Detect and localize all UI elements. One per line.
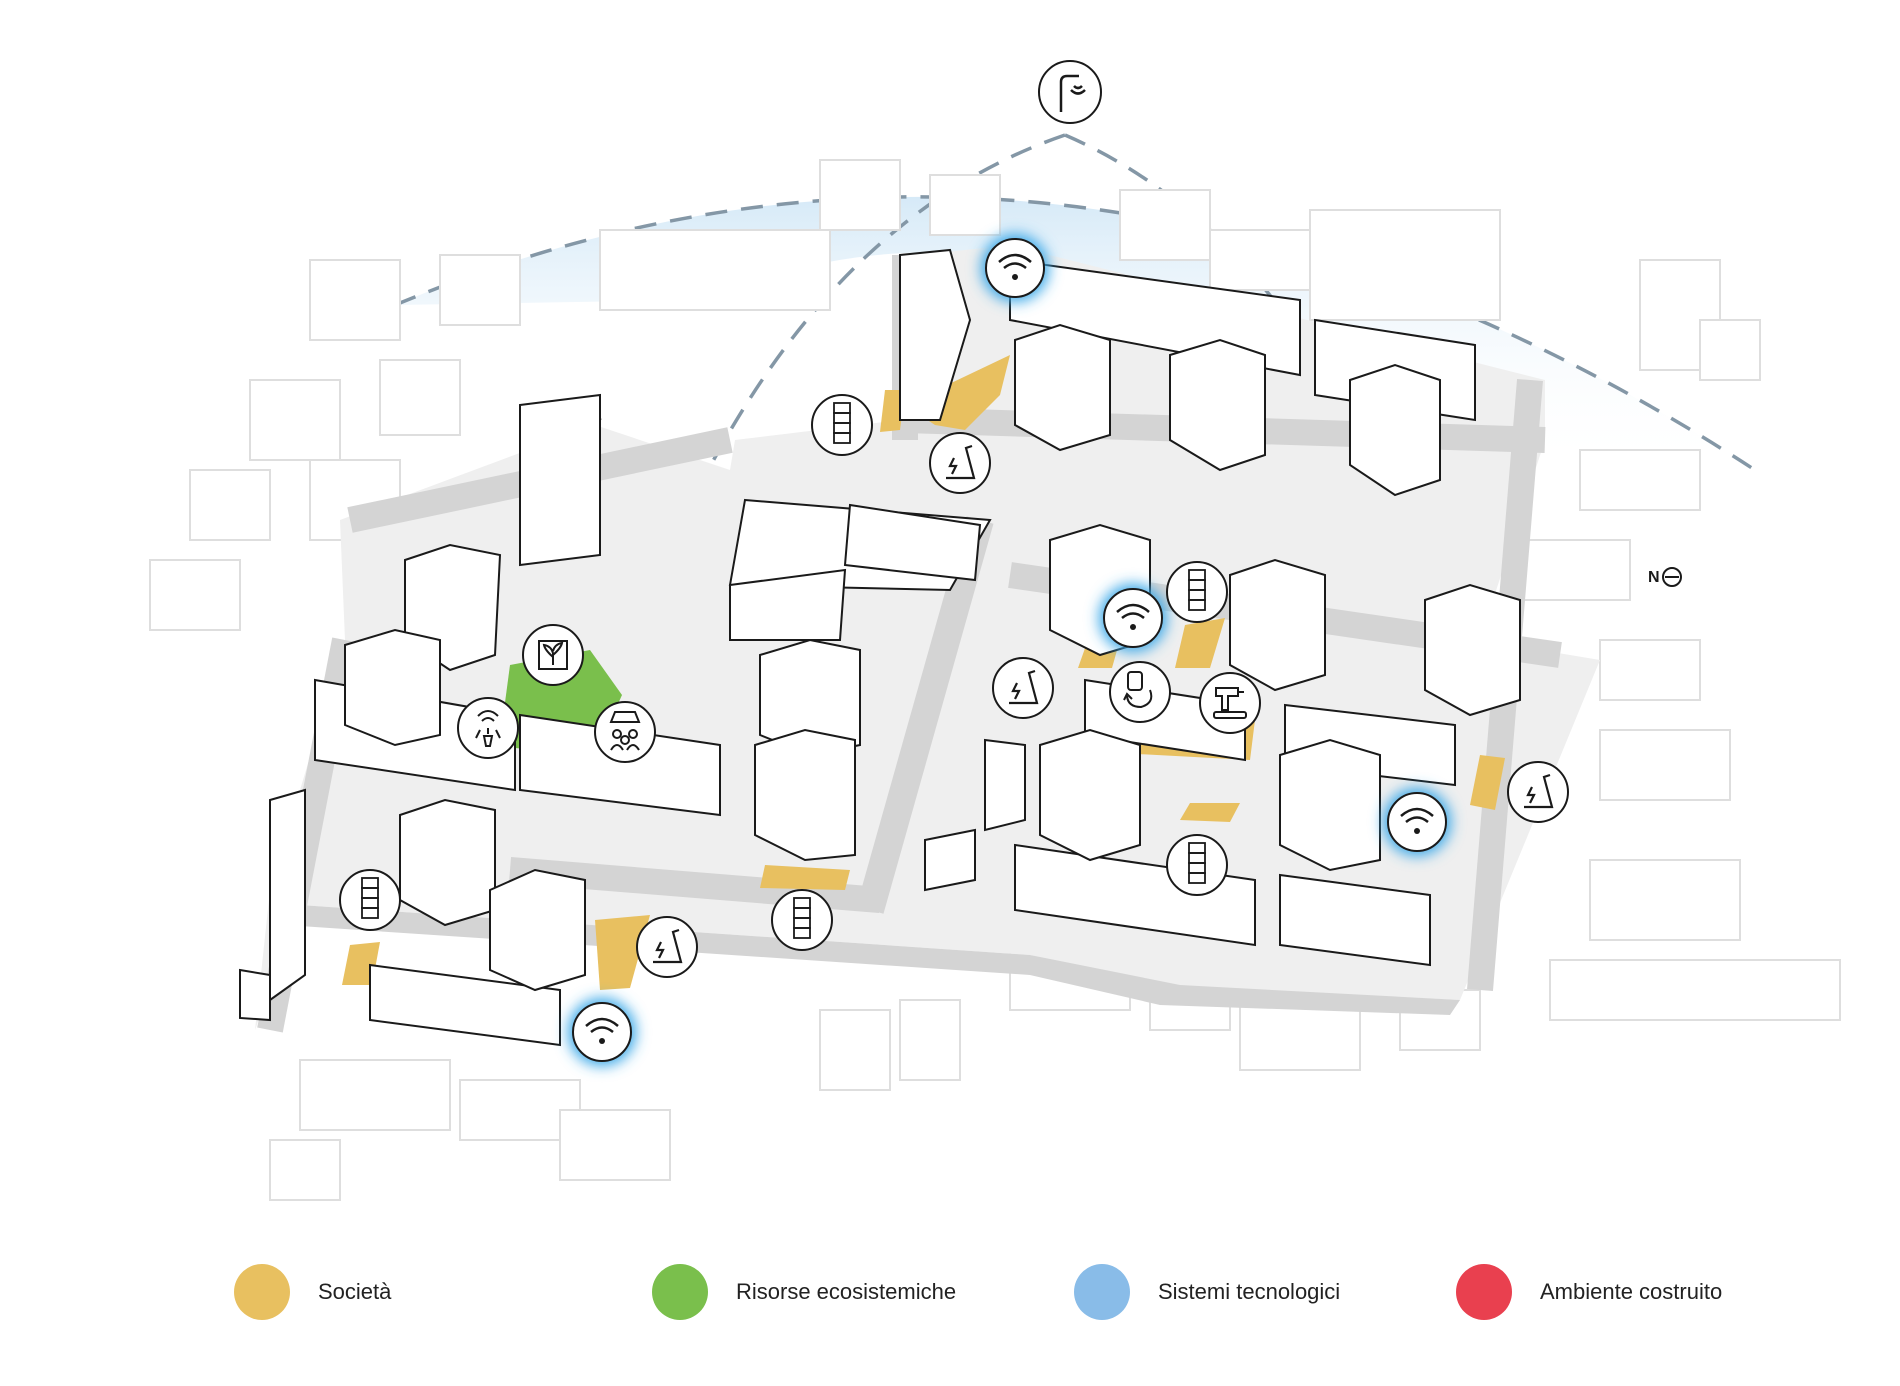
garden-marker[interactable] [522, 624, 584, 686]
water-reuse-icon [1123, 671, 1153, 709]
hopscotch-marker-left[interactable] [339, 869, 401, 931]
legend-item-ambiente: Ambiente costruito [1456, 1262, 1722, 1322]
context-buildings [149, 159, 1841, 1201]
legend-swatch [1456, 1264, 1512, 1320]
fitness-marker-top[interactable] [929, 432, 991, 494]
north-arrow-icon [1662, 567, 1682, 587]
fitness-station-icon [1524, 773, 1554, 809]
north-arrow: N [1648, 567, 1682, 587]
tool-sharing-icon [1213, 687, 1247, 719]
wifi-marker-top[interactable] [981, 234, 1049, 302]
antenna-marker[interactable] [1038, 60, 1102, 124]
wifi-marker-right[interactable] [1383, 788, 1451, 856]
hopscotch-icon [1188, 842, 1206, 884]
north-label: N [1648, 569, 1660, 586]
legend-label: Sistemi tecnologici [1158, 1279, 1341, 1304]
water-reuse-marker[interactable] [1109, 661, 1171, 723]
hopscotch-icon [793, 897, 811, 939]
fitness-marker-center[interactable] [992, 657, 1054, 719]
legend: Società Risorse ecosistemiche Sistemi te… [0, 1262, 1900, 1332]
hopscotch-marker-lower[interactable] [1166, 834, 1228, 896]
hopscotch-marker-middle[interactable] [771, 889, 833, 951]
tower-blocks [344, 323, 1521, 992]
community-icon [609, 711, 641, 751]
fitness-marker-bottom[interactable] [636, 916, 698, 978]
fitness-station-icon [653, 928, 683, 964]
wifi-marker-center[interactable] [1099, 584, 1167, 652]
wifi-marker-bottom[interactable] [568, 998, 636, 1066]
wifi-icon [585, 1017, 619, 1044]
wifi-icon [998, 253, 1032, 280]
wifi-icon [1116, 603, 1150, 630]
wifi-icon [1400, 807, 1434, 834]
hopscotch-marker-center[interactable] [1166, 561, 1228, 623]
hopscotch-icon [833, 402, 851, 444]
legend-item-sistemi: Sistemi tecnologici [1074, 1262, 1340, 1322]
legend-item-societa: Società [234, 1262, 391, 1322]
legend-swatch [1074, 1264, 1130, 1320]
community-marker[interactable] [594, 701, 656, 763]
hopscotch-icon [1188, 569, 1206, 611]
fitness-marker-right[interactable] [1507, 761, 1569, 823]
smart-irrigation-icon [475, 710, 501, 747]
legend-label: Società [318, 1279, 392, 1304]
fitness-station-icon [946, 444, 976, 480]
hopscotch-icon [361, 877, 379, 919]
fitness-station-icon [1009, 669, 1039, 705]
urban-garden-icon [538, 640, 568, 670]
antenna-icon [1059, 74, 1086, 112]
legend-label: Risorse ecosistemiche [736, 1279, 957, 1304]
tools-marker[interactable] [1199, 672, 1261, 734]
legend-item-risorse: Risorse ecosistemiche [652, 1262, 956, 1322]
main-buildings [239, 248, 1476, 1047]
legend-swatch [652, 1264, 708, 1320]
hopscotch-marker-top[interactable] [811, 394, 873, 456]
irrigation-marker[interactable] [457, 697, 519, 759]
legend-swatch [234, 1264, 290, 1320]
legend-label: Ambiente costruito [1540, 1279, 1723, 1304]
